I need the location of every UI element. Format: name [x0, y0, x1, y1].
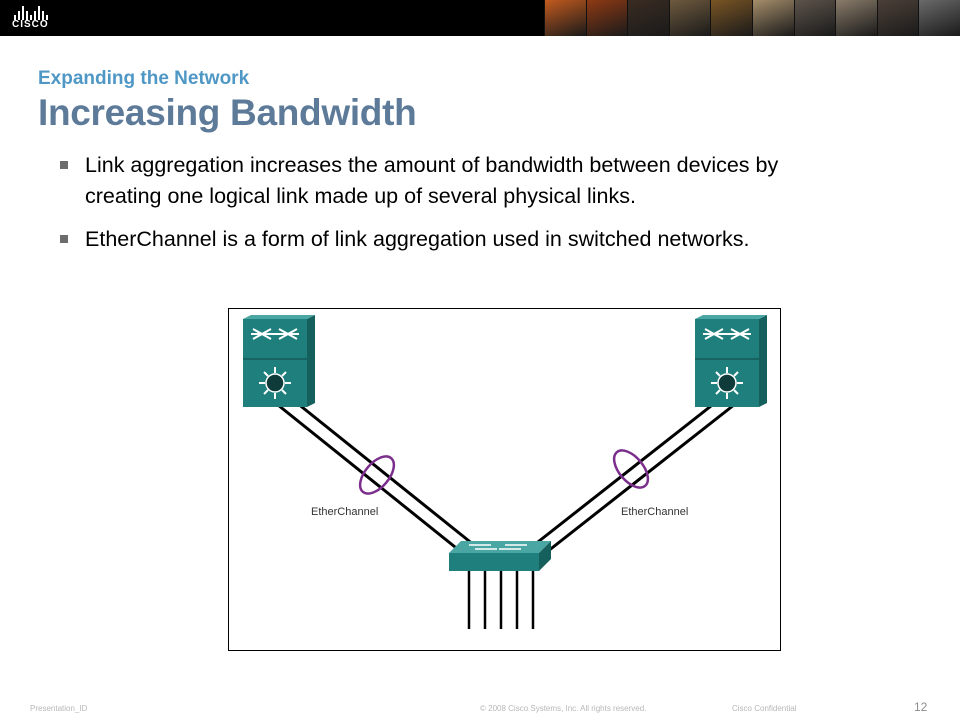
slide-title: Increasing Bandwidth [38, 92, 417, 133]
footer-presentation-id: Presentation_ID [30, 704, 88, 713]
right-etherchannel-label: EtherChannel [621, 506, 688, 518]
header-photo [627, 0, 669, 36]
left-link-pair [272, 393, 480, 557]
left-etherchannel-oval [358, 455, 396, 495]
bullet-square-icon [60, 235, 68, 243]
right-link-pair [528, 393, 740, 557]
header-photo [835, 0, 877, 36]
header-photo [668, 0, 711, 36]
access-switch-icon [449, 541, 551, 629]
right-multilayer-switch-icon [695, 315, 767, 407]
etherchannel-diagram: EtherChannel EtherChannel [228, 308, 781, 651]
cisco-logo-bars [14, 6, 54, 20]
left-etherchannel-label: EtherChannel [311, 506, 378, 518]
header-photo [918, 0, 960, 36]
header-photo [793, 0, 836, 36]
header-photo-strip [544, 0, 960, 36]
page-number: 12 [914, 700, 928, 714]
header-photo [544, 0, 586, 36]
bullet-list: Link aggregation increases the amount of… [60, 150, 860, 267]
right-etherchannel-oval [612, 449, 650, 489]
bullet-item: EtherChannel is a form of link aggregati… [60, 224, 860, 255]
bullet-text: EtherChannel is a form of link aggregati… [85, 227, 750, 251]
header-photo [585, 0, 628, 36]
bullet-square-icon [60, 161, 68, 169]
slide-subtitle: Expanding the Network [38, 68, 250, 89]
cisco-logo-text: CISCO [12, 19, 49, 30]
cisco-logo: CISCO [12, 4, 72, 32]
header-banner: CISCO [0, 0, 960, 36]
footer-copyright: © 2008 Cisco Systems, Inc. All rights re… [480, 704, 647, 713]
left-multilayer-switch-icon [243, 315, 315, 407]
bullet-text: Link aggregation increases the amount of… [85, 153, 779, 208]
footer-confidential: Cisco Confidential [732, 704, 797, 713]
header-photo [876, 0, 919, 36]
bullet-item: Link aggregation increases the amount of… [60, 150, 860, 212]
header-photo [710, 0, 752, 36]
header-photo [751, 0, 794, 36]
diagram-canvas: EtherChannel EtherChannel [243, 315, 767, 629]
